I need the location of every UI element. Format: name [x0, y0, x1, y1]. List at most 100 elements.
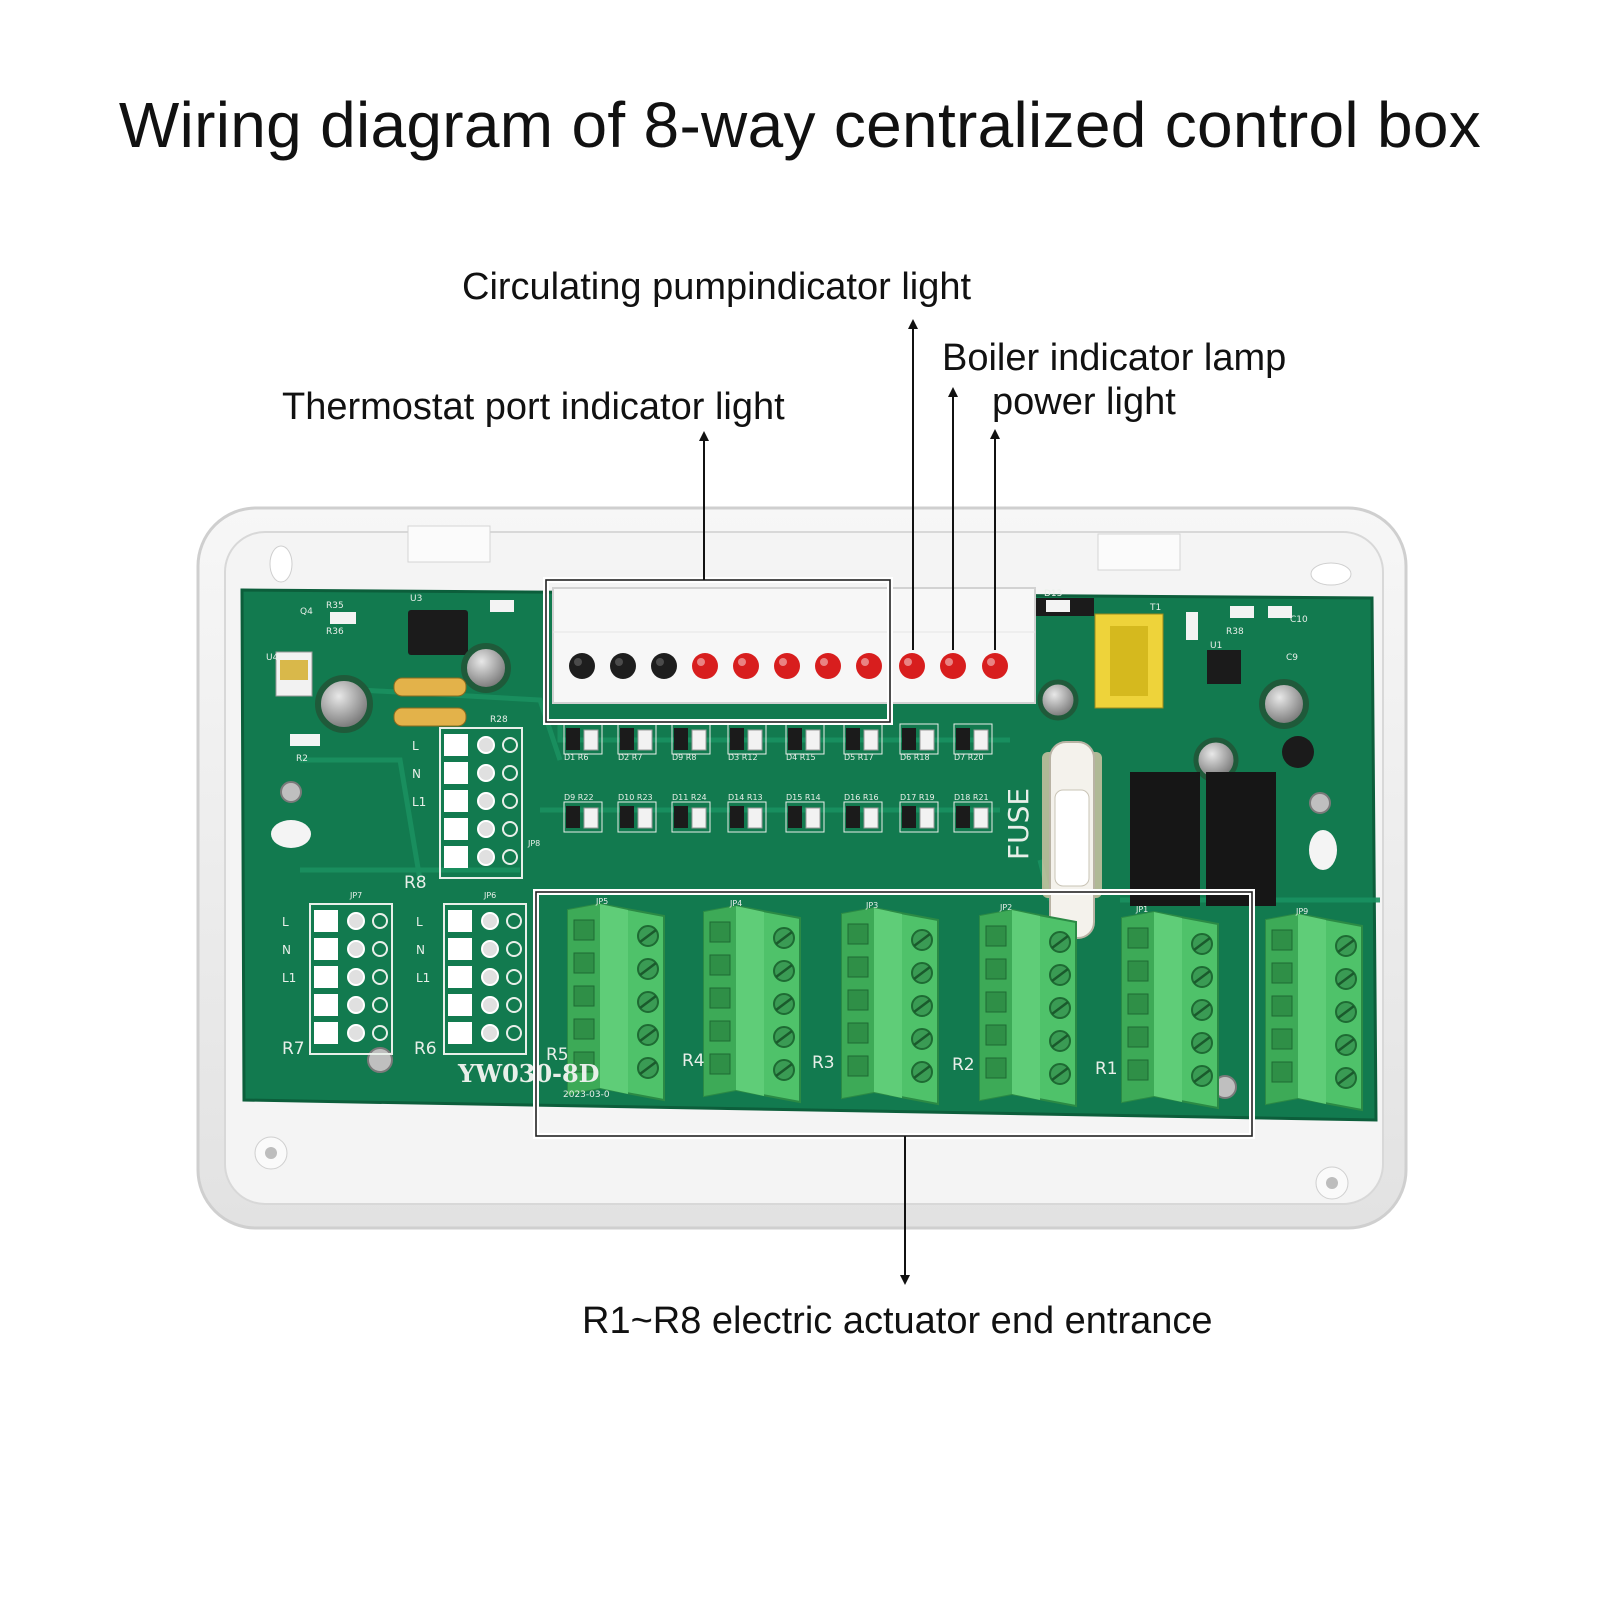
- smd-label: D4 R15: [786, 753, 816, 762]
- port-label-r3: R3: [812, 1053, 835, 1073]
- port-label-r5: R5: [546, 1045, 569, 1065]
- port-label-r2: R2: [952, 1055, 975, 1075]
- smd-label: D11 R24: [672, 793, 707, 802]
- jumper-labels: JP8 JP7 JP6 JP5 JP4 JP3 JP2 JP1 JP9: [349, 839, 1308, 916]
- c10-label: C10: [1290, 615, 1308, 625]
- indicator-led-on: [940, 653, 966, 679]
- indicator-led-on: [774, 653, 800, 679]
- smd-part: [843, 723, 883, 755]
- indicator-led-on: [815, 653, 841, 679]
- smd-label: D7 R20: [954, 753, 984, 762]
- indicator-led-on: [982, 653, 1008, 679]
- actuator-terminals: [567, 902, 1363, 1112]
- indicator-led-off: [651, 653, 677, 679]
- smd-part: [563, 801, 603, 833]
- smd-label: D16 R16: [844, 793, 879, 802]
- r2-label: R2: [296, 754, 308, 764]
- smd-part: [671, 723, 711, 755]
- r35-label: R35: [326, 601, 344, 611]
- smd-part: [953, 723, 993, 755]
- board-model-suffix: -8D: [552, 1059, 599, 1088]
- indicator-led-on: [692, 653, 718, 679]
- pin-label: N: [412, 767, 421, 781]
- indicator-strip: [552, 587, 1036, 704]
- pin-label: L: [282, 915, 289, 929]
- smd-label: D3 R12: [728, 753, 758, 762]
- u3-label: U3: [410, 594, 422, 604]
- indicator-row-parts: D1 R6 D2 R7 D9 R8 D3 R12 D4 R15 D5 R17 D6 R18 D…: [563, 723, 993, 762]
- r28-label: R28: [490, 715, 508, 725]
- d13-label: D13: [1044, 589, 1062, 599]
- actuator-entrance-label: R1~R8 electric actuator end entrance: [582, 1300, 1213, 1342]
- boiler-power-label: Boiler indicator lamp power light: [942, 336, 1286, 424]
- pin-label: N: [282, 943, 291, 957]
- smd-label: D9 R8: [672, 753, 696, 762]
- smd-label: D10 R23: [618, 793, 653, 802]
- smd-label: D15 R14: [786, 793, 821, 802]
- pump-indicator-label: Circulating pumpindicator light: [462, 266, 972, 308]
- jumper-label-jp8: JP8: [527, 839, 540, 848]
- jumper-label-jp7: JP7: [349, 891, 362, 900]
- smd-label: D2 R7: [618, 753, 642, 762]
- jumper-label-jp5: JP5: [595, 897, 608, 906]
- pin-label: L1: [416, 971, 430, 985]
- smd-label: D9 R22: [564, 793, 594, 802]
- smd-part: [899, 723, 939, 755]
- smd-part: [617, 801, 657, 833]
- c9-label: C9: [1286, 653, 1298, 663]
- r38-label: R38: [1226, 627, 1244, 637]
- smd-part: [785, 801, 825, 833]
- r36-label: R36: [326, 627, 344, 637]
- pin-label: N: [416, 943, 425, 957]
- power-light-label: power light: [992, 381, 1176, 423]
- highlight-boxes: [533, 577, 1255, 1139]
- screw-terminal: [567, 902, 665, 1102]
- fixed-terminal-block: LN L1: [416, 903, 527, 1055]
- screw-terminal: [1121, 910, 1219, 1110]
- jumper-label-jp1: JP1: [1135, 905, 1148, 914]
- port-label-r7: R7: [282, 1039, 305, 1059]
- smd-part: [843, 801, 883, 833]
- indicator-led-off: [610, 653, 636, 679]
- smd-label: D1 R6: [564, 753, 588, 762]
- pin-label: L: [416, 915, 423, 929]
- callout-arrows: [699, 319, 1000, 1285]
- smd-part: [899, 801, 939, 833]
- fuse-label: FUSE: [1002, 788, 1035, 860]
- port-label-r8: R8: [404, 873, 427, 893]
- jumper-label-jp3: JP3: [865, 901, 878, 910]
- smd-part: [671, 801, 711, 833]
- smd-label: D6 R18: [900, 753, 930, 762]
- jumper-label-jp6: JP6: [483, 891, 496, 900]
- port-label-r4: R4: [682, 1051, 705, 1071]
- indicator-led-on: [856, 653, 882, 679]
- jumper-label-jp9: JP9: [1295, 907, 1308, 916]
- jumper-label-jp4: JP4: [729, 899, 742, 908]
- smd-part: [727, 801, 767, 833]
- port-label-r1: R1: [1095, 1059, 1118, 1079]
- t1-label: T1: [1149, 603, 1161, 613]
- indicator-led-on: [733, 653, 759, 679]
- diagram-title: Wiring diagram of 8-way centralized cont…: [118, 89, 1482, 161]
- transformer-area: D13 T1 U1 C9 C10 R38: [1034, 589, 1314, 906]
- pin-label: L1: [282, 971, 296, 985]
- smd-label: D18 R21: [954, 793, 989, 802]
- port-labels: R8 R7 R6 R5 R4 R3 R2 R1: [282, 873, 1118, 1079]
- smd-label: D5 R17: [844, 753, 874, 762]
- screw-terminal: [979, 908, 1077, 1108]
- smd-part: [727, 723, 767, 755]
- screw-terminal: [841, 906, 939, 1106]
- indicator-led-off: [569, 653, 595, 679]
- power-components: U3 U4 R2 R35 R36 Q4 R28: [266, 594, 514, 764]
- screw-terminal: [1265, 912, 1363, 1112]
- u4-label: U4: [266, 653, 279, 663]
- port-label-r6: R6: [414, 1039, 437, 1059]
- thermostat-indicator-label: Thermostat port indicator light: [282, 386, 785, 428]
- smd-part: [785, 723, 825, 755]
- boiler-indicator-label: Boiler indicator lamp: [942, 337, 1287, 379]
- pin-label: L: [412, 739, 419, 753]
